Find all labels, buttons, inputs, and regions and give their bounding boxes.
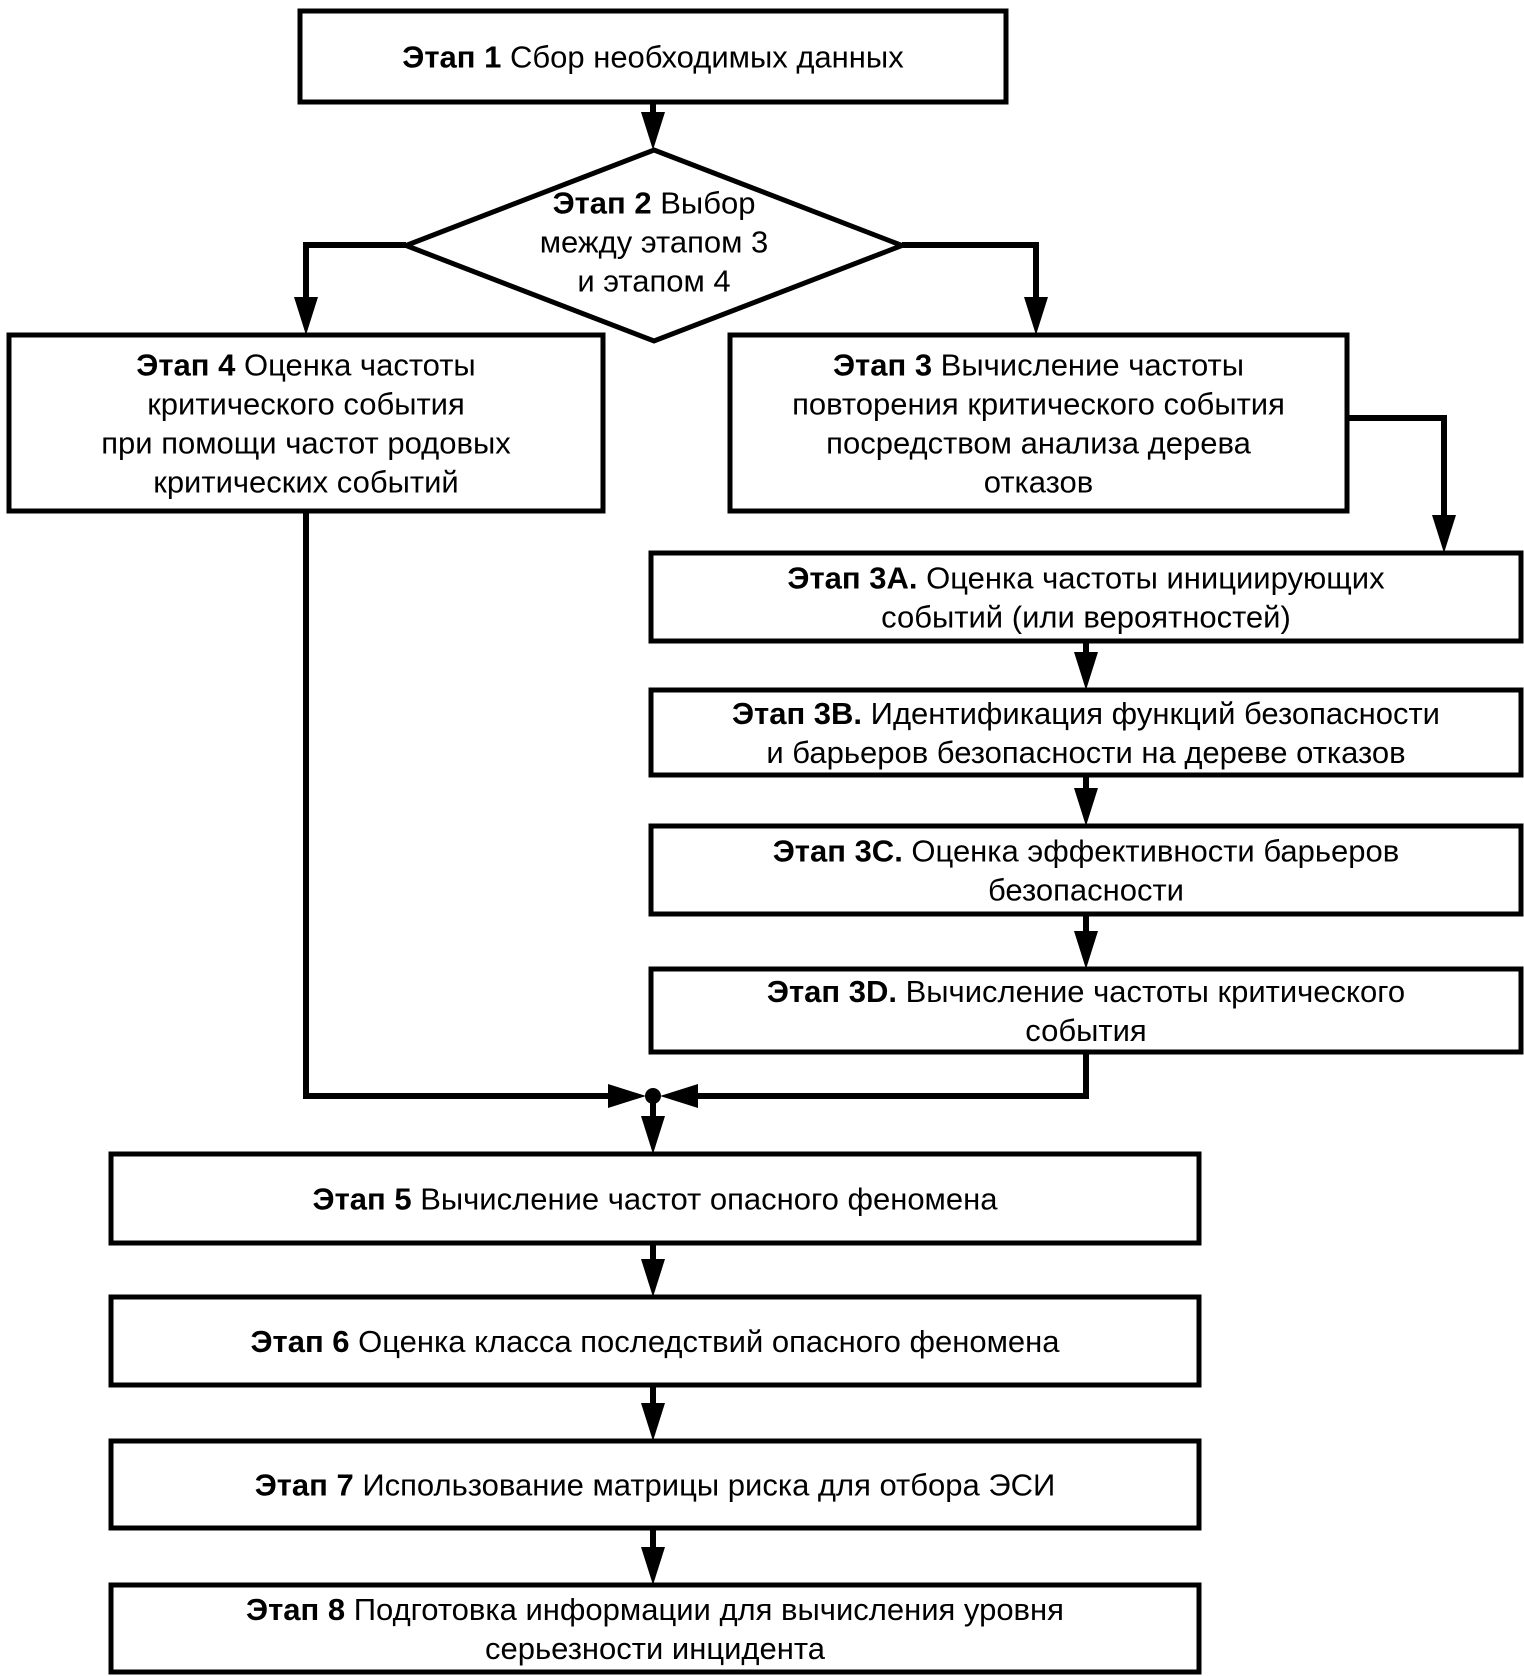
step-text-line: Этап 3A. Оценка частоты инициирующих	[787, 561, 1385, 596]
node-step6: Этап 6 Оценка класса последствий опасног…	[108, 1294, 1202, 1388]
node-step1: Этап 1 Сбор необходимых данных	[297, 8, 1009, 105]
step-description: Сбор необходимых данных	[501, 40, 904, 75]
step-description: Вычисление частот опасного феномена	[412, 1182, 999, 1217]
step-text-line: событий (или вероятностей)	[881, 600, 1291, 635]
step-description: Оценка эффективности барьеров	[903, 834, 1399, 869]
process-box	[108, 1582, 1202, 1675]
arrowhead-down-icon	[641, 1403, 665, 1441]
step-text-line: Этап 5 Вычисление частот опасного феноме…	[313, 1182, 999, 1217]
node-step3b: Этап 3B. Идентификация функций безопасно…	[648, 687, 1524, 778]
step-description: Оценка частоты инициирующих	[917, 561, 1385, 596]
step-description: Вычисление частоты	[932, 348, 1244, 383]
step-text-line: Этап 3D. Вычисление частоты критического	[767, 974, 1405, 1009]
step-description: Оценка класса последствий опасного феном…	[350, 1324, 1061, 1359]
connectors	[294, 102, 1456, 1585]
step-text-line: при помощи частот родовых	[101, 426, 511, 461]
step-description: Идентификация функций безопасности	[862, 696, 1440, 731]
node-step4: Этап 4 Оценка частоты критического событи…	[6, 332, 606, 514]
step-number-label: Этап 3	[833, 348, 932, 383]
arrowhead-down-icon	[1074, 931, 1098, 969]
step-text-line: события	[1025, 1013, 1146, 1048]
process-box	[108, 1151, 1202, 1246]
step-text-line: Этап 7 Использование матрицы риска для о…	[255, 1468, 1056, 1503]
node-step8: Этап 8 Подготовка информации для вычисле…	[108, 1582, 1202, 1675]
step-number-label: Этап 3B.	[732, 696, 862, 731]
node-step7: Этап 7 Использование матрицы риска для о…	[108, 1438, 1202, 1531]
arrowhead-down-icon	[641, 1259, 665, 1297]
arrowhead-down-icon	[1074, 652, 1098, 690]
arrowhead-left-icon	[660, 1084, 698, 1108]
connector-step4-junction	[303, 511, 608, 1099]
node-step3a: Этап 3A. Оценка частоты инициирующих собы…	[648, 550, 1524, 644]
node-step3d: Этап 3D. Вычисление частоты критического…	[648, 966, 1524, 1055]
step-text-line: Этап 3C. Оценка эффективности барьеров	[773, 834, 1399, 869]
arrowhead-down-icon	[1074, 788, 1098, 826]
process-box	[648, 687, 1524, 778]
step-text-line: посредством анализа дерева	[826, 426, 1251, 461]
step-number-label: Этап 3C.	[773, 834, 903, 869]
node-step2: Этап 2 Выбор между этапом 3 и этапом 4	[399, 147, 909, 344]
process-box	[108, 1294, 1202, 1388]
connector-step3-step3a	[1347, 415, 1447, 518]
step-text-line: критических событий	[153, 465, 458, 500]
step-number-label: Этап 5	[313, 1182, 412, 1217]
process-box	[108, 1438, 1202, 1531]
step-text-line: Этап 3 Вычисление частоты	[833, 348, 1244, 383]
step-description: Вычисление частоты критического	[897, 974, 1405, 1009]
process-box	[648, 550, 1524, 644]
step-text-line: безопасности	[988, 873, 1184, 908]
process-box	[297, 8, 1009, 105]
decision-diamond	[399, 147, 909, 344]
node-step5: Этап 5 Вычисление частот опасного феноме…	[108, 1151, 1202, 1246]
step-number-label: Этап 4	[136, 348, 236, 383]
arrowhead-down-icon	[1432, 515, 1456, 553]
arrowhead-down-icon	[294, 297, 318, 335]
step-description: Использование матрицы риска для отбора Э…	[354, 1468, 1056, 1503]
arrowhead-down-icon	[1024, 297, 1048, 335]
step-text-line: Этап 6 Оценка класса последствий опасног…	[250, 1324, 1060, 1359]
step-number-label: Этап 8	[246, 1592, 345, 1627]
connector-step2-step3	[902, 242, 1039, 300]
process-box	[6, 332, 606, 514]
step-number-label: Этап 7	[255, 1468, 354, 1503]
step-number-label: Этап 6	[250, 1324, 349, 1359]
step-text-line: повторения критического события	[792, 387, 1285, 422]
step-text-line: Этап 8 Подготовка информации для вычисле…	[246, 1592, 1064, 1627]
arrowhead-down-icon	[641, 1547, 665, 1585]
node-step3c: Этап 3C. Оценка эффективности барьеров бе…	[648, 823, 1524, 917]
step-text-line: Этап 1 Сбор необходимых данных	[402, 40, 904, 75]
step-description: Оценка частоты	[235, 348, 475, 383]
arrowhead-down-icon	[641, 1116, 665, 1154]
step-text-line: и барьеров безопасности на дереве отказо…	[766, 735, 1405, 770]
step-text-line: и этапом 4	[577, 264, 730, 299]
step-number-label: Этап 2	[553, 186, 652, 221]
step-text-line: отказов	[984, 465, 1093, 500]
step-number-label: Этап 3D.	[767, 974, 897, 1009]
step-text-line: Этап 4 Оценка частоты	[136, 348, 475, 383]
step-text-line: между этапом 3	[540, 225, 769, 260]
step-text-line: серьезности инцидента	[485, 1631, 826, 1666]
step-text-line: Этап 2 Выбор	[553, 186, 756, 221]
arrowhead-right-icon	[608, 1084, 646, 1108]
arrowhead-down-icon	[641, 112, 665, 150]
step-description: Выбор	[652, 186, 756, 221]
connector-step2-step4	[303, 242, 406, 300]
step-text-line: Этап 3B. Идентификация функций безопасно…	[732, 696, 1440, 731]
step-number-label: Этап 3A.	[787, 561, 917, 596]
step-description: Подготовка информации для вычисления уро…	[345, 1592, 1064, 1627]
step-text-line: критического события	[147, 387, 465, 422]
node-step3: Этап 3 Вычисление частоты повторения крит…	[727, 332, 1350, 514]
connector-step3d-junction	[698, 1052, 1089, 1099]
process-box	[648, 823, 1524, 917]
process-box	[648, 966, 1524, 1055]
process-box	[727, 332, 1350, 514]
step-number-label: Этап 1	[402, 40, 501, 75]
